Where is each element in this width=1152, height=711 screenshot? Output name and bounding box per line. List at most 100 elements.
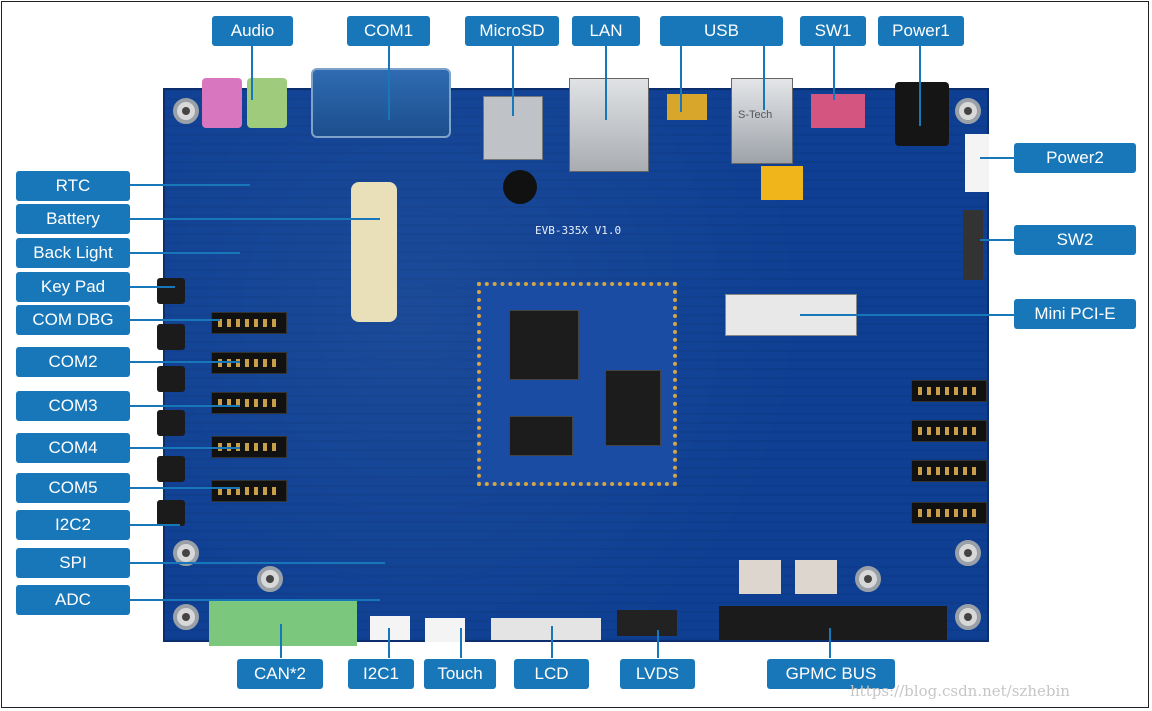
leader-line: [551, 626, 553, 658]
lvds-header: [617, 610, 677, 636]
pcb-board: S-Tech EVB-335X V1.0: [157, 68, 989, 646]
reset-button: [739, 560, 781, 594]
mounting-hole: [173, 540, 199, 566]
label-audio: Audio: [212, 16, 293, 46]
lan-rj45-port: [569, 78, 649, 172]
mounting-hole: [955, 98, 981, 124]
key-pad-jack: [157, 278, 185, 304]
label-com2: COM2: [16, 347, 130, 377]
leader-line: [605, 46, 607, 120]
label-key-pad: Key Pad: [16, 272, 130, 302]
label-back-light: Back Light: [16, 238, 130, 268]
audio-jack-green: [247, 78, 287, 128]
com-dbg-header: [211, 312, 287, 334]
mini-usb-port: [667, 94, 707, 120]
label-battery: Battery: [16, 204, 130, 234]
microsd-slot: [483, 96, 543, 160]
leader-line: [130, 218, 380, 220]
label-com4: COM4: [16, 433, 130, 463]
sw1-slide-switch: [811, 94, 865, 128]
touch-connector: [425, 618, 465, 642]
right-com-header: [911, 460, 987, 482]
label-power2: Power2: [1014, 143, 1136, 173]
leader-line: [460, 628, 462, 658]
leader-line: [763, 46, 765, 110]
label-lan: LAN: [572, 16, 640, 46]
leader-line: [388, 628, 390, 658]
label-adc: ADC: [16, 585, 130, 615]
com-dbg-jack: [157, 324, 185, 350]
mounting-hole: [173, 98, 199, 124]
label-rtc: RTC: [16, 171, 130, 201]
label-sw1: SW1: [800, 16, 866, 46]
power1-dc-jack: [895, 82, 949, 146]
leader-line: [130, 361, 240, 363]
mounting-hole: [955, 604, 981, 630]
gpmc-bus-header: [719, 606, 947, 640]
ddr-memory-chip: [509, 416, 573, 456]
label-com1: COM1: [347, 16, 430, 46]
am335x-processor-chip: [509, 310, 579, 380]
right-com-header: [911, 502, 987, 524]
mounting-hole: [955, 540, 981, 566]
right-com-header: [911, 380, 987, 402]
cpu-core-module: [477, 282, 677, 486]
leader-line: [130, 319, 220, 321]
buzzer: [503, 170, 537, 204]
nand-flash-chip: [605, 370, 661, 446]
label-microsd: MicroSD: [465, 16, 559, 46]
leader-line: [388, 46, 390, 120]
leader-line: [833, 46, 835, 100]
com3-jack: [157, 410, 185, 436]
leader-line: [130, 487, 240, 489]
label-touch: Touch: [424, 659, 496, 689]
leader-line: [512, 46, 514, 116]
label-can: CAN*2: [237, 659, 323, 689]
com5-header: [211, 480, 287, 502]
board-model-silkscreen: EVB-335X V1.0: [535, 224, 622, 237]
leader-line: [251, 46, 253, 100]
leader-line: [280, 624, 282, 658]
label-sw2: SW2: [1014, 225, 1136, 255]
leader-line: [130, 286, 175, 288]
label-lvds: LVDS: [620, 659, 695, 689]
leader-line: [130, 184, 250, 186]
com2-header: [211, 352, 287, 374]
usb-brand-text: S-Tech: [738, 109, 773, 121]
com3-header: [211, 392, 287, 414]
i2c2-jack: [157, 500, 185, 526]
leader-line: [130, 562, 385, 564]
label-com5: COM5: [16, 473, 130, 503]
label-mini-pcie: Mini PCI-E: [1014, 299, 1136, 329]
com4-jack: [157, 456, 185, 482]
lcd-fpc-connector: [491, 618, 601, 640]
leader-line: [980, 239, 1014, 241]
watermark-text: https://blog.csdn.net/szhebin: [850, 682, 1070, 700]
tantalum-capacitor: [761, 166, 803, 200]
leader-line: [130, 405, 240, 407]
audio-jack-pink: [202, 78, 242, 128]
mounting-hole: [173, 604, 199, 630]
leader-line: [130, 447, 240, 449]
com2-jack: [157, 366, 185, 392]
label-i2c2: I2C2: [16, 510, 130, 540]
label-com-dbg: COM DBG: [16, 305, 130, 335]
power2-connector: [965, 134, 989, 192]
leader-line: [657, 630, 659, 658]
leader-line: [980, 157, 1014, 159]
leader-line: [130, 524, 180, 526]
label-gpmc-bus: GPMC BUS: [767, 659, 895, 689]
label-usb: USB: [660, 16, 783, 46]
label-spi: SPI: [16, 548, 130, 578]
leader-line: [130, 599, 380, 601]
leader-line: [919, 46, 921, 126]
leader-line: [800, 314, 1014, 316]
can-terminal-block: [209, 600, 357, 646]
sw2-switch: [963, 210, 983, 280]
leader-line: [829, 628, 831, 658]
label-i2c1: I2C1: [348, 659, 414, 689]
label-lcd: LCD: [514, 659, 589, 689]
rtc-battery-holder: [351, 182, 397, 322]
usb-host-port: S-Tech: [731, 78, 793, 164]
